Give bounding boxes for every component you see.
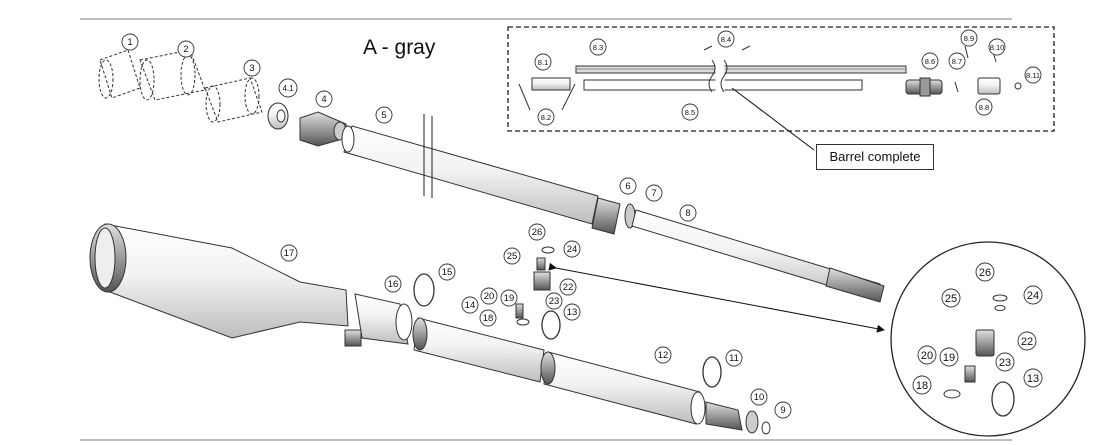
tube-parts-12-14 (412, 317, 706, 425)
label-8-11: 8.11 (1026, 71, 1040, 80)
label-8-6: 8.6 (925, 57, 935, 66)
label-24: 24 (567, 244, 578, 255)
barrel-complete-callout: Barrel complete (816, 144, 934, 170)
label-9: 9 (780, 405, 785, 416)
oring-part-11 (702, 356, 722, 388)
detail-label-23: 23 (999, 357, 1011, 369)
label-4-1: 4.1 (282, 84, 294, 93)
barrel-part-8 (591, 197, 885, 303)
label-8-10: 8.10 (990, 43, 1005, 52)
label-25: 25 (507, 251, 518, 262)
detail-label-13: 13 (1027, 373, 1039, 385)
detail-label-20: 20 (921, 350, 933, 362)
barrel-inset-labels: 8.1 8.2 8.3 8.4 8.5 8.6 8.7 8.8 8.9 8.10… (534, 29, 1042, 126)
label-8-4: 8.4 (721, 35, 731, 44)
label-2: 2 (183, 44, 188, 55)
label-8-5: 8.5 (685, 108, 695, 117)
label-11: 11 (729, 353, 739, 364)
barrel-inset-box (507, 26, 1055, 132)
barrel-inset-parts (518, 45, 1022, 111)
diagram-title: A - gray (363, 36, 436, 59)
detail-link-arrow (548, 262, 885, 333)
label-12: 12 (658, 350, 669, 361)
label-14: 14 (465, 300, 476, 311)
label-18: 18 (483, 313, 494, 324)
tube-part-5 (341, 114, 599, 225)
detail-label-22: 22 (1021, 336, 1033, 348)
part-labels: 1 2 3 4.1 4 5 6 7 8 9 10 11 12 13 14 15 … (127, 37, 785, 416)
barrel-callout-leader (731, 87, 815, 151)
label-16: 16 (388, 279, 399, 290)
end-cap-parts (705, 401, 771, 435)
label-6: 6 (625, 181, 630, 192)
label-20: 20 (484, 291, 495, 302)
label-10: 10 (754, 392, 765, 403)
label-5: 5 (381, 110, 386, 121)
detail-parts (943, 294, 1015, 417)
detail-labels: 26 25 24 22 20 19 23 18 13 (916, 267, 1039, 392)
detail-label-19: 19 (943, 352, 955, 364)
label-19: 19 (504, 293, 515, 304)
breech-parts (267, 102, 347, 147)
label-7: 7 (651, 188, 656, 199)
label-8-2: 8.2 (541, 113, 551, 122)
detail-label-circles (912, 262, 1043, 395)
detail-label-25: 25 (945, 293, 957, 305)
bottle-part-17 (89, 223, 349, 339)
label-8-8: 8.8 (979, 103, 989, 112)
label-26: 26 (532, 227, 543, 238)
detail-label-18: 18 (916, 380, 928, 392)
label-23: 23 (549, 296, 560, 307)
part-label-circles (121, 33, 792, 419)
detail-label-24: 24 (1027, 290, 1039, 302)
label-22: 22 (563, 282, 574, 293)
label-15: 15 (442, 267, 453, 278)
label-1: 1 (127, 37, 132, 48)
label-8-9: 8.9 (964, 34, 974, 43)
valve-block-16 (344, 293, 413, 347)
shroud-parts (98, 49, 263, 123)
label-8-7: 8.7 (952, 57, 962, 66)
label-8-1: 8.1 (538, 58, 548, 67)
oring-part-15 (413, 273, 435, 307)
label-17: 17 (284, 248, 295, 259)
label-4: 4 (321, 94, 326, 105)
label-8: 8 (685, 208, 690, 219)
label-8-3: 8.3 (593, 43, 603, 52)
label-13: 13 (567, 307, 578, 318)
detail-label-26: 26 (979, 267, 991, 279)
label-3: 3 (249, 63, 254, 74)
